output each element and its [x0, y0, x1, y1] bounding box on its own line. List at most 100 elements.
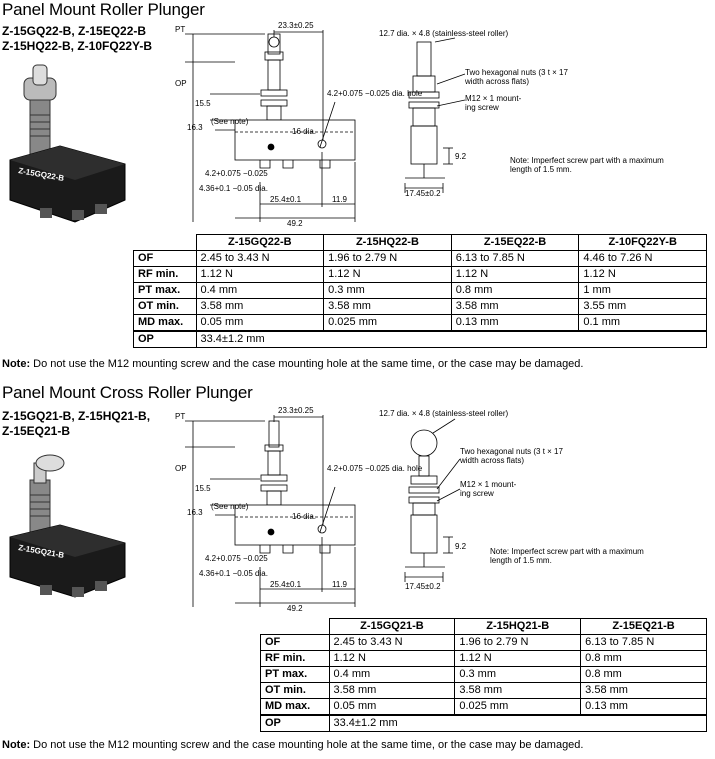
cell: 1.12 N — [450, 266, 580, 283]
cell: 1 mm — [578, 282, 707, 299]
row-label: OF — [133, 250, 197, 267]
note-text: Do not use the M12 mounting screw and th… — [30, 358, 584, 370]
dim-16-dia: 16 dia. — [292, 512, 316, 521]
section-title: Panel Mount Cross Roller Plunger — [2, 383, 253, 402]
table-row: OT min. 3.58 mm 3.58 mm 3.58 mm — [260, 682, 707, 699]
cell: 1.12 N — [195, 266, 325, 283]
dim-49-2: 49.2 — [287, 604, 303, 613]
imperfect-note: Note: Imperfect screw part with a maximu… — [510, 156, 664, 174]
dim-11-9: 11.9 — [332, 580, 348, 589]
cell: 0.13 mm — [450, 314, 580, 332]
table-row: OT min. 3.58 mm 3.58 mm 3.58 mm 3.55 mm — [133, 298, 707, 315]
dim-17-45: 17.45±0.2 — [405, 582, 441, 591]
table-row: OP 33.4±1.2 mm — [133, 330, 707, 348]
dim-see-note: (See note) — [211, 117, 249, 126]
model-line: Z-15EQ21-B — [2, 424, 71, 438]
dim-see-note: (See note) — [211, 502, 249, 511]
row-label: OT min. — [260, 682, 330, 699]
cell: 1.12 N — [323, 266, 452, 283]
col-header: Z-15EQ21-B — [580, 618, 707, 635]
dim-15-5: 15.5 — [195, 484, 211, 493]
cell: 3.58 mm — [450, 298, 580, 315]
dim-screw: M12 × 1 mount- ing screw — [465, 94, 522, 112]
dim-9-2: 9.2 — [455, 542, 467, 551]
dim-op: OP — [175, 79, 187, 88]
row-label: OT min. — [133, 298, 197, 315]
cell: 0.3 mm — [454, 666, 582, 683]
cell: 0.1 mm — [578, 314, 707, 332]
dim-23-3: 23.3±0.25 — [278, 406, 314, 415]
cell: 1.12 N — [578, 266, 707, 283]
switch-photo: Z-15GQ22-B — [9, 64, 126, 223]
switch-photo: Z-15GQ21-B — [9, 454, 126, 598]
cell: 0.8 mm — [580, 650, 707, 667]
cell: 0.13 mm — [580, 698, 707, 716]
row-label: OF — [260, 634, 330, 651]
cell: 0.8 mm — [450, 282, 580, 299]
col-header: Z-10FQ22Y-B — [578, 234, 707, 251]
cell: 33.4±1.2 mm — [328, 714, 707, 732]
dim-11-9: 11.9 — [332, 195, 348, 204]
model-list: Z-15GQ21-B, Z-15HQ21-B, Z-15EQ21-B — [2, 409, 150, 439]
dim-screw: M12 × 1 mount- ing screw — [460, 480, 517, 498]
cell: 3.58 mm — [580, 682, 707, 699]
dim-4-36: 4.36+0.1 −0.05 dia. — [199, 569, 268, 578]
dim-nuts: Two hexagonal nuts (3 t × 17 width acros… — [465, 68, 568, 86]
side-view-drawing: 12.7 dia. × 4.8 (stainless-steel roller)… — [379, 409, 644, 591]
cell: 0.025 mm — [454, 698, 582, 716]
usage-note: Note: Do not use the M12 mounting screw … — [2, 739, 583, 751]
cell: 1.12 N — [328, 650, 456, 667]
cell: 0.3 mm — [323, 282, 452, 299]
usage-note: Note: Do not use the M12 mounting screw … — [2, 358, 583, 370]
cell: 1.96 to 2.79 N — [323, 250, 452, 267]
table-row: OF 2.45 to 3.43 N 1.96 to 2.79 N 6.13 to… — [133, 250, 707, 267]
cell: 0.05 mm — [328, 698, 456, 716]
spec-table: Z-15GQ22-B Z-15HQ22-B Z-15EQ22-B Z-10FQ2… — [133, 234, 707, 348]
row-label: OP — [133, 330, 197, 348]
note-label: Note: — [2, 739, 31, 751]
cell: 0.4 mm — [328, 666, 456, 683]
cell: 6.13 to 7.85 N — [580, 634, 707, 651]
cell: 3.58 mm — [195, 298, 325, 315]
cell: 0.8 mm — [580, 666, 707, 683]
dim-16-3: 16.3 — [187, 508, 203, 517]
dim-roller: 12.7 dia. × 4.8 (stainless-steel roller) — [379, 29, 509, 38]
cell: 2.45 to 3.43 N — [328, 634, 456, 651]
cell: 3.58 mm — [454, 682, 582, 699]
cell: 3.55 mm — [578, 298, 707, 315]
row-label: PT max. — [260, 666, 330, 683]
col-header: Z-15EQ22-B — [450, 234, 580, 251]
dim-roller: 12.7 dia. × 4.8 (stainless-steel roller) — [379, 409, 509, 418]
imperfect-note: Note: Imperfect screw part with a maximu… — [490, 547, 644, 565]
cell: 6.13 to 7.85 N — [450, 250, 580, 267]
table-row: PT max. 0.4 mm 0.3 mm 0.8 mm — [260, 666, 707, 683]
model-line: Z-15GQ22-B, Z-15EQ22-B — [2, 24, 147, 38]
col-header: Z-15GQ21-B — [328, 618, 456, 635]
col-header: Z-15HQ21-B — [454, 618, 582, 635]
dim-4-2: 4.2+0.075 −0.025 — [205, 554, 268, 563]
col-header: Z-15HQ22-B — [323, 234, 452, 251]
row-label: PT max. — [133, 282, 197, 299]
note-label: Note: — [2, 358, 31, 370]
front-view-drawing: PT OP 15.5 16.3 (See note) 23.3±0.25 4.2… — [175, 406, 423, 613]
cell: 0.025 mm — [323, 314, 452, 332]
spec-table: Z-15GQ21-B Z-15HQ21-B Z-15EQ21-B OF 2.45… — [260, 618, 707, 732]
model-line: Z-15GQ21-B, Z-15HQ21-B, — [2, 409, 151, 423]
dim-nuts: Two hexagonal nuts (3 t × 17 width acros… — [460, 447, 563, 465]
dim-23-3: 23.3±0.25 — [278, 21, 314, 30]
dim-49-2: 49.2 — [287, 219, 303, 228]
dim-17-45: 17.45±0.2 — [405, 189, 441, 198]
dim-pt: PT — [175, 412, 185, 421]
dim-16-dia: 16 dia. — [292, 127, 316, 136]
model-list: Z-15GQ22-B, Z-15EQ22-B Z-15HQ22-B, Z-10F… — [2, 24, 152, 54]
col-header: Z-15GQ22-B — [195, 234, 325, 251]
cell: 1.96 to 2.79 N — [454, 634, 582, 651]
cell: 3.58 mm — [328, 682, 456, 699]
row-label: MD max. — [260, 698, 330, 716]
table-row: PT max. 0.4 mm 0.3 mm 0.8 mm 1 mm — [133, 282, 707, 299]
cell: 2.45 to 3.43 N — [195, 250, 325, 267]
cell: 1.12 N — [454, 650, 582, 667]
section-title: Panel Mount Roller Plunger — [2, 0, 205, 19]
row-label: RF min. — [133, 266, 197, 283]
note-text: Do not use the M12 mounting screw and th… — [30, 739, 584, 751]
